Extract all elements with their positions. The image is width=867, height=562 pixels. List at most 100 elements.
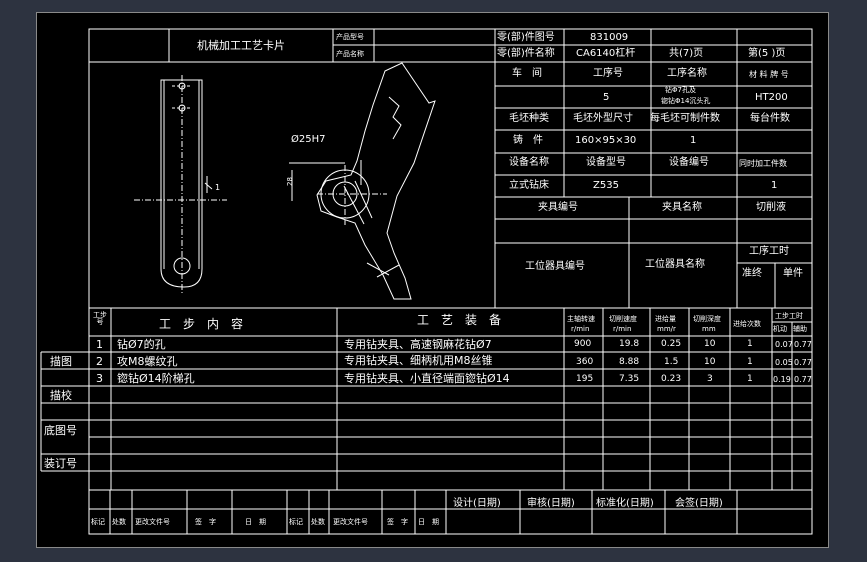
cut-speed-header: 切削速度 xyxy=(609,315,637,323)
step-passes: 1 xyxy=(747,374,753,384)
blank-size: 160×95×30 xyxy=(575,135,637,146)
op-no: 5 xyxy=(603,92,610,103)
feed-unit: mm/r xyxy=(657,325,676,333)
unit-time-label: 单件 xyxy=(783,268,803,279)
signature-label-2: 签 字 xyxy=(387,518,408,526)
step-machine-time: 0.19 xyxy=(773,375,791,384)
step-content: 攻M8螺纹孔 xyxy=(117,355,178,368)
station-no-label: 工位器具编号 xyxy=(525,261,585,272)
step-spindle-speed: 900 xyxy=(574,339,592,349)
trace-label: 描校 xyxy=(50,389,72,402)
step-feed: 0.23 xyxy=(661,374,682,384)
machine-time-header: 机动 xyxy=(773,325,787,333)
material: HT200 xyxy=(755,92,788,103)
step-equipment: 专用钻夹具、细柄机用M8丝锥 xyxy=(344,354,493,367)
part-no: 831009 xyxy=(590,32,629,43)
feed-header: 进给量 xyxy=(655,315,676,323)
passes-header: 进给次数 xyxy=(733,320,761,328)
step-equipment: 专用钻夹具、小直径端面锪钻Ø14 xyxy=(344,372,510,385)
step-content: 钻Ø7的孔 xyxy=(117,338,166,351)
step-aux-time: 0.77 xyxy=(794,340,812,349)
step-passes: 1 xyxy=(747,339,753,349)
op-name-line2: 锪钻Φ14沉头孔 xyxy=(661,97,711,105)
signature-label: 签 字 xyxy=(195,518,216,526)
depth-unit: mm xyxy=(702,325,716,333)
op-name-line1: 钻Φ7孔及 xyxy=(665,86,696,94)
step-depth: 10 xyxy=(704,357,716,367)
step-spindle-speed: 360 xyxy=(576,357,594,367)
part-side-view xyxy=(289,62,436,300)
step-aux-time: 0.77 xyxy=(794,358,812,367)
equipment-header: 工 艺 装 备 xyxy=(417,313,502,327)
step-content-header: 工 步 内 容 xyxy=(159,317,244,331)
step-cut-speed: 7.35 xyxy=(619,374,640,384)
step-machine-time: 0.05 xyxy=(775,358,793,367)
equip-name: 立式钻床 xyxy=(509,180,549,191)
part-no-label: 零(部)件图号 xyxy=(497,32,555,43)
simultaneous-count: 1 xyxy=(771,180,778,191)
spindle-speed-header: 主轴转速 xyxy=(567,315,595,323)
material-label: 材 料 牌 号 xyxy=(749,70,789,79)
diameter-annotation: Ø25H7 xyxy=(291,134,326,145)
dimension-1: 1 xyxy=(215,183,221,192)
mark-label-2: 标记 xyxy=(289,518,303,526)
step-no: 2 xyxy=(96,355,103,368)
mark-label: 标记 xyxy=(91,518,105,526)
page-number: 第(5 )页 xyxy=(748,48,786,59)
step-depth: 10 xyxy=(704,339,716,349)
card-title: 机械加工工艺卡片 xyxy=(197,39,285,52)
aux-time-header: 辅助 xyxy=(793,325,807,333)
step-aux-time: 0.77 xyxy=(794,375,812,384)
date-label-2: 日 期 xyxy=(418,518,439,526)
blank-size-label: 毛坯外型尺寸 xyxy=(573,113,633,124)
simultaneous-label: 同时加工件数 xyxy=(739,159,787,168)
product-model-label: 产品型号 xyxy=(336,33,364,41)
step-no: 3 xyxy=(96,372,103,385)
workshop-label: 车 间 xyxy=(512,68,542,79)
binding-label: 装订号 xyxy=(44,457,77,470)
step-cut-speed: 8.88 xyxy=(619,357,640,367)
prep-time-label: 准终 xyxy=(742,268,762,279)
parts-per-blank: 1 xyxy=(690,135,697,146)
spindle-speed-unit: r/min xyxy=(571,325,590,333)
design-date: 设计(日期) xyxy=(453,498,501,509)
draw-label: 描图 xyxy=(50,355,72,368)
base-drawing-label: 底图号 xyxy=(44,424,77,437)
standardize-date: 标准化(日期) xyxy=(596,498,654,509)
step-machine-time: 0.07 xyxy=(775,340,793,349)
part-front-view xyxy=(134,75,227,293)
total-pages: 共(7)页 xyxy=(669,48,704,59)
equip-name-label: 设备名称 xyxy=(509,157,549,168)
op-no-label: 工序号 xyxy=(593,68,623,79)
count-label-2: 处数 xyxy=(311,518,325,526)
part-name-label: 零(部)件名称 xyxy=(497,48,555,59)
step-feed: 0.25 xyxy=(661,339,682,349)
part-name: CA6140杠杆 xyxy=(576,48,636,59)
fixture-no-label: 夹具编号 xyxy=(538,202,578,213)
count-label: 处数 xyxy=(112,518,126,526)
station-name-label: 工位器具名称 xyxy=(645,259,705,270)
step-feed: 1.5 xyxy=(664,357,679,367)
blank-type: 铸 件 xyxy=(513,135,543,146)
cut-speed-unit: r/min xyxy=(613,325,632,333)
table-grid xyxy=(40,28,813,535)
review-date: 审核(日期) xyxy=(527,498,575,509)
dimension-28: 28 xyxy=(285,177,294,186)
step-depth: 3 xyxy=(707,374,713,384)
op-name-label: 工序名称 xyxy=(667,68,707,79)
step-time-header: 工步工时 xyxy=(775,312,803,320)
drawing-frame: 机械加工工艺卡片 产品型号 产品名称 零(部)件图号 831009 零(部)件名… xyxy=(36,12,829,548)
equip-no-label: 设备编号 xyxy=(669,157,709,168)
equip-model-label: 设备型号 xyxy=(586,157,626,168)
fixture-name-label: 夹具名称 xyxy=(662,202,702,213)
approve-date: 会签(日期) xyxy=(675,498,723,509)
step-passes: 1 xyxy=(747,357,753,367)
product-name-label: 产品名称 xyxy=(336,50,364,58)
step-no-header: 工步号 xyxy=(93,311,107,326)
step-content: 锪钻Ø14阶梯孔 xyxy=(117,372,195,385)
step-equipment: 专用钻夹具、高速钢麻花钻Ø7 xyxy=(344,338,492,351)
parts-per-unit-label: 每台件数 xyxy=(750,113,790,124)
doc-no-label-2: 更改文件号 xyxy=(333,518,368,526)
op-time-label: 工序工时 xyxy=(749,246,789,257)
blank-type-label: 毛坯种类 xyxy=(509,113,549,124)
